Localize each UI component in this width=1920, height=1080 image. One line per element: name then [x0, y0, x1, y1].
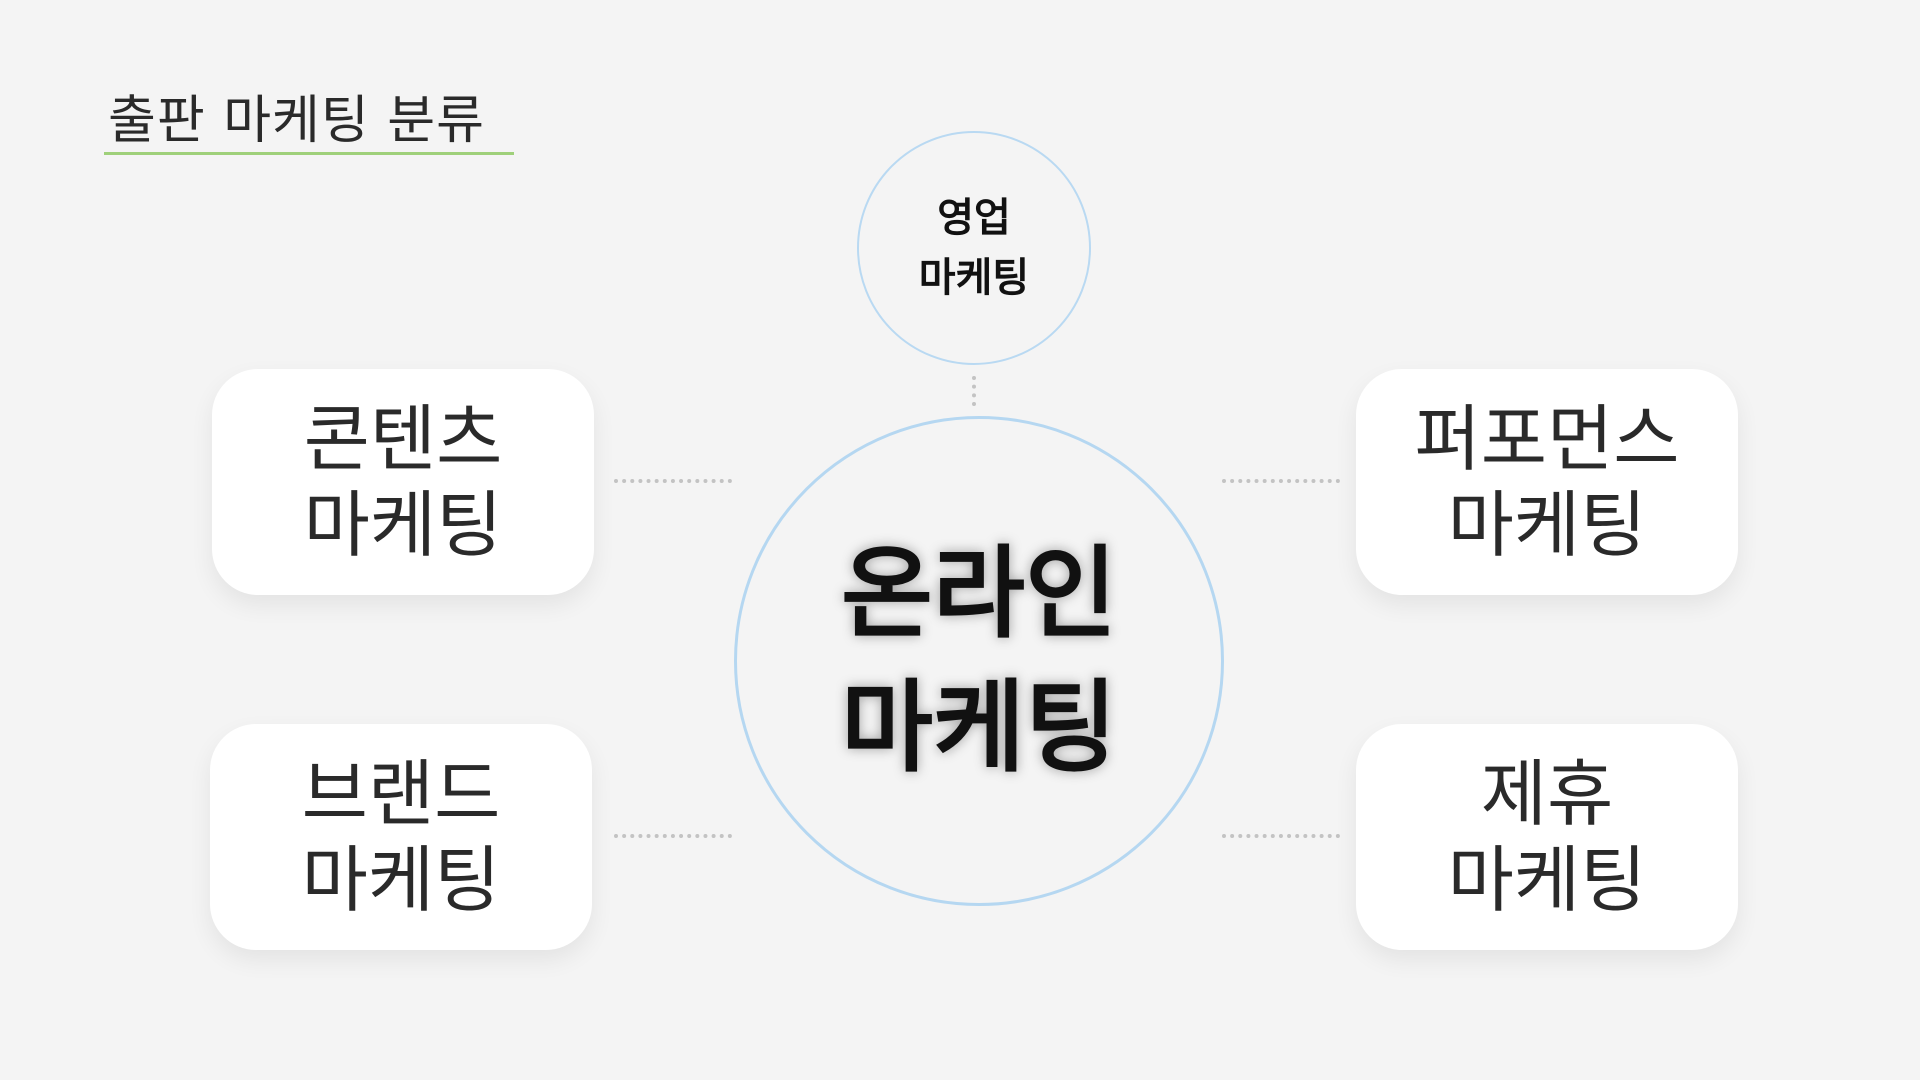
box-line-1: 퍼포먼스: [1414, 397, 1680, 481]
center-line-1: 온라인: [841, 535, 1117, 652]
node-line-2: 마케팅: [918, 255, 1030, 301]
title-underline: [104, 152, 514, 155]
node-online-marketing: 온라인 마케팅: [734, 416, 1224, 906]
box-line-1: 제휴: [1480, 752, 1614, 836]
box-line-2: 마케팅: [1447, 838, 1647, 922]
connector-top: [972, 376, 976, 406]
connector-top-right: [1222, 479, 1340, 483]
box-line-1: 브랜드: [301, 752, 501, 836]
node-line-1: 영업: [937, 195, 1011, 241]
center-line-2: 마케팅: [841, 669, 1117, 786]
box-line-2: 마케팅: [1447, 483, 1647, 567]
node-brand-marketing: 브랜드 마케팅: [210, 724, 592, 950]
box-line-2: 마케팅: [301, 838, 501, 922]
box-line-2: 마케팅: [303, 483, 503, 567]
node-performance-marketing: 퍼포먼스 마케팅: [1356, 369, 1738, 595]
slide-title: 출판 마케팅 분류: [108, 91, 485, 151]
connector-bottom-right: [1222, 834, 1340, 838]
node-sales-marketing: 영업 마케팅: [857, 131, 1091, 365]
box-line-1: 콘텐츠: [303, 397, 503, 481]
connector-top-left: [614, 479, 732, 483]
node-affiliate-marketing: 제휴 마케팅: [1356, 724, 1738, 950]
connector-bottom-left: [614, 834, 732, 838]
node-content-marketing: 콘텐츠 마케팅: [212, 369, 594, 595]
